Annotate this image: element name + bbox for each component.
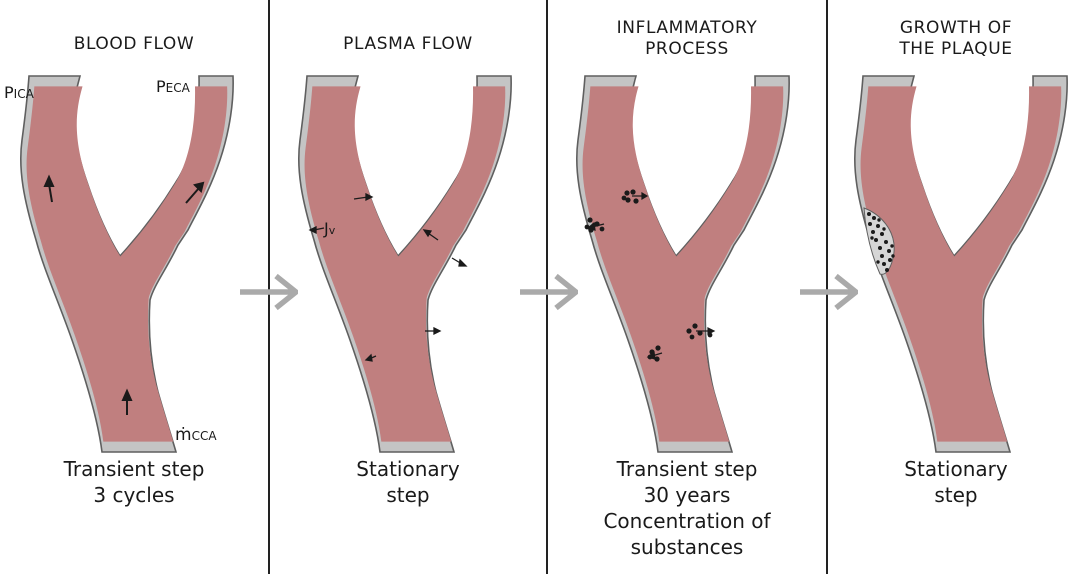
panel-inflammatory-process: INFLAMMATORY PROCESS bbox=[548, 0, 826, 574]
panel-title: INFLAMMATORY PROCESS bbox=[616, 18, 758, 59]
m-cca-label: ṁ bbox=[175, 425, 192, 445]
panel-title: GROWTH OF THE PLAQUE bbox=[899, 18, 1013, 59]
filtration-arrow-icon bbox=[364, 353, 377, 362]
panel-divider bbox=[826, 0, 828, 574]
substance-cluster bbox=[686, 323, 716, 340]
carotid-vessel: PICA PECA ṁCCA bbox=[4, 75, 234, 453]
carotid-vessel bbox=[575, 75, 790, 453]
panel-divider bbox=[546, 0, 548, 574]
arrow-right-icon bbox=[240, 273, 298, 311]
arrow-right-icon bbox=[800, 273, 858, 311]
substance-cluster bbox=[646, 345, 663, 362]
flow-arrow-icon bbox=[185, 181, 205, 204]
filtration-arrow-icon bbox=[353, 192, 374, 202]
plaque bbox=[863, 207, 895, 275]
substance-cluster bbox=[621, 189, 649, 204]
jv-subscript: v bbox=[329, 224, 336, 237]
flow-arrow-icon bbox=[121, 388, 133, 415]
panel-divider bbox=[268, 0, 270, 574]
panel-caption: Transient step 3 cycles bbox=[63, 457, 205, 507]
panel-caption: Stationary step bbox=[356, 457, 460, 507]
svg-text:PECA: PECA bbox=[156, 77, 191, 96]
p-ica-subscript: ICA bbox=[14, 87, 35, 101]
filtration-arrow-icon bbox=[425, 326, 442, 336]
arrow-right-icon bbox=[520, 273, 578, 311]
svg-text:Jv: Jv bbox=[323, 219, 336, 238]
substance-cluster bbox=[584, 217, 605, 233]
p-eca-label: P bbox=[156, 77, 166, 96]
panel-growth-of-the-plaque: GROWTH OF THE PLAQUE Stationary step bbox=[828, 0, 1084, 574]
filtration-arrow-icon bbox=[308, 225, 325, 235]
p-eca-subscript: ECA bbox=[166, 81, 191, 95]
flow-arrow-icon bbox=[43, 174, 55, 203]
panel-plasma-flow: PLASMA FLOW Jv Stationary step bbox=[270, 0, 546, 574]
m-cca-subscript: CCA bbox=[192, 429, 218, 443]
panel-title: BLOOD FLOW bbox=[73, 34, 195, 54]
carotid-vessel bbox=[853, 75, 1068, 453]
panel-caption: Transient step 30 years Concentration of… bbox=[603, 457, 771, 559]
filtration-arrow-icon bbox=[422, 229, 439, 241]
panel-blood-flow: BLOOD FLOW PICA PECA ṁCCA Transient step… bbox=[0, 0, 268, 574]
carotid-vessel: Jv bbox=[297, 75, 512, 453]
jv-label: J bbox=[323, 219, 329, 238]
panel-title: PLASMA FLOW bbox=[343, 34, 473, 54]
panel-caption: Stationary step bbox=[904, 457, 1008, 507]
svg-text:ṁCCA: ṁCCA bbox=[175, 425, 217, 445]
filtration-arrow-icon bbox=[451, 257, 468, 267]
p-ica-label: P bbox=[4, 83, 14, 102]
svg-text:PICA: PICA bbox=[4, 83, 35, 102]
